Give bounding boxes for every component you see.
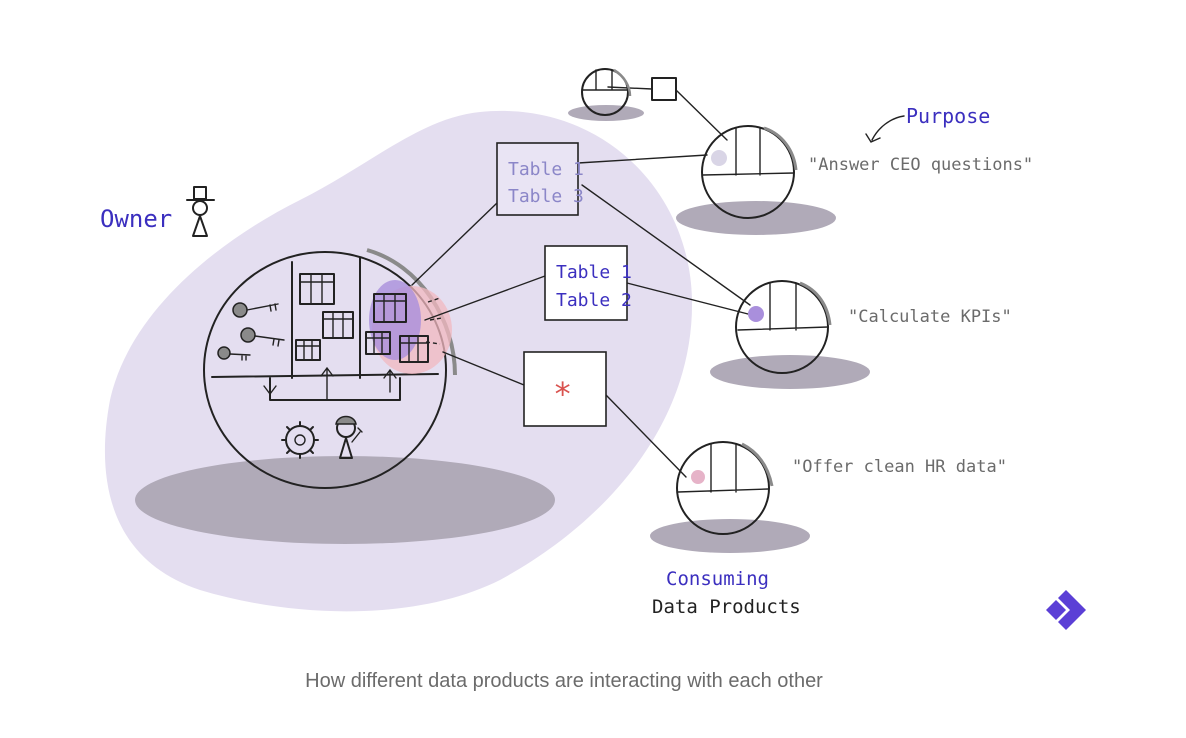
table-icon — [299, 273, 335, 305]
key-icon — [240, 327, 285, 347]
purpose-text-1: "Answer CEO questions" — [808, 155, 1033, 175]
purpose-text-3: "Offer clean HR data" — [792, 457, 1007, 477]
table-box-middle-line1: Table 1 — [556, 262, 632, 283]
owner-figure-icon — [186, 186, 215, 237]
purpose-text-2: "Calculate KPIs" — [848, 307, 1012, 327]
table-box-middle-line2: Table 2 — [556, 290, 632, 311]
key-icon — [217, 346, 251, 361]
engineer-icon — [332, 415, 363, 475]
gear-icon — [281, 421, 319, 473]
connection-lines — [411, 86, 751, 478]
star-symbol: * — [553, 375, 572, 413]
table-box-top-line2: Table 3 — [508, 186, 584, 207]
data-products-label: Data Products — [652, 596, 801, 618]
owner-label: Owner — [100, 205, 172, 233]
table-icon — [295, 339, 321, 361]
figure-caption: How different data products are interact… — [305, 670, 823, 692]
arrow-icon — [865, 115, 905, 143]
table-icon — [399, 335, 429, 363]
brand-logo-icon — [1046, 590, 1086, 630]
table-box-middle: Table 1 Table 2 — [544, 245, 632, 321]
consumer-data-product-3 — [650, 441, 810, 553]
table-icon — [365, 331, 391, 355]
consuming-label: Consuming — [666, 568, 769, 590]
main-product-shadow — [135, 456, 555, 544]
key-icon — [232, 302, 279, 318]
consumer-data-product-2 — [710, 280, 870, 389]
table-box-top-line1: Table 1 — [508, 159, 584, 180]
output-box-bottom: * — [523, 351, 607, 427]
upstream-data-product — [568, 68, 677, 121]
consumer-data-product-1 — [676, 125, 836, 235]
table-box-top: Table 1 Table 3 — [496, 142, 584, 216]
data-product-diagram: Owner Table 1 Table 3 Table 1 Table 2 * — [100, 68, 1086, 630]
main-data-product — [203, 248, 457, 489]
table-icon — [373, 293, 407, 323]
purpose-label: Purpose — [906, 104, 990, 128]
table-icon — [322, 311, 354, 339]
